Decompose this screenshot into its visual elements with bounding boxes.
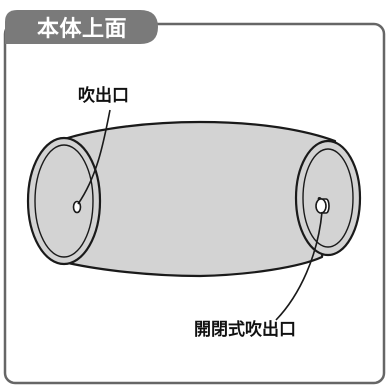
outlet-label: 吹出口 bbox=[78, 86, 129, 106]
left-end-face bbox=[26, 136, 102, 266]
right-end-inner-rim bbox=[302, 148, 354, 248]
shutter-outlet-label: 開閉式吹出口 bbox=[194, 320, 296, 340]
left-end-inner-rim bbox=[34, 144, 94, 258]
shutter-outlet-leader-line bbox=[275, 211, 323, 321]
right-end-face bbox=[294, 139, 362, 257]
title-tab bbox=[5, 10, 158, 44]
outlet-leader-line bbox=[77, 109, 111, 205]
section-title: 本体上面 bbox=[36, 17, 127, 42]
shutter-outlet-cap bbox=[315, 198, 327, 214]
